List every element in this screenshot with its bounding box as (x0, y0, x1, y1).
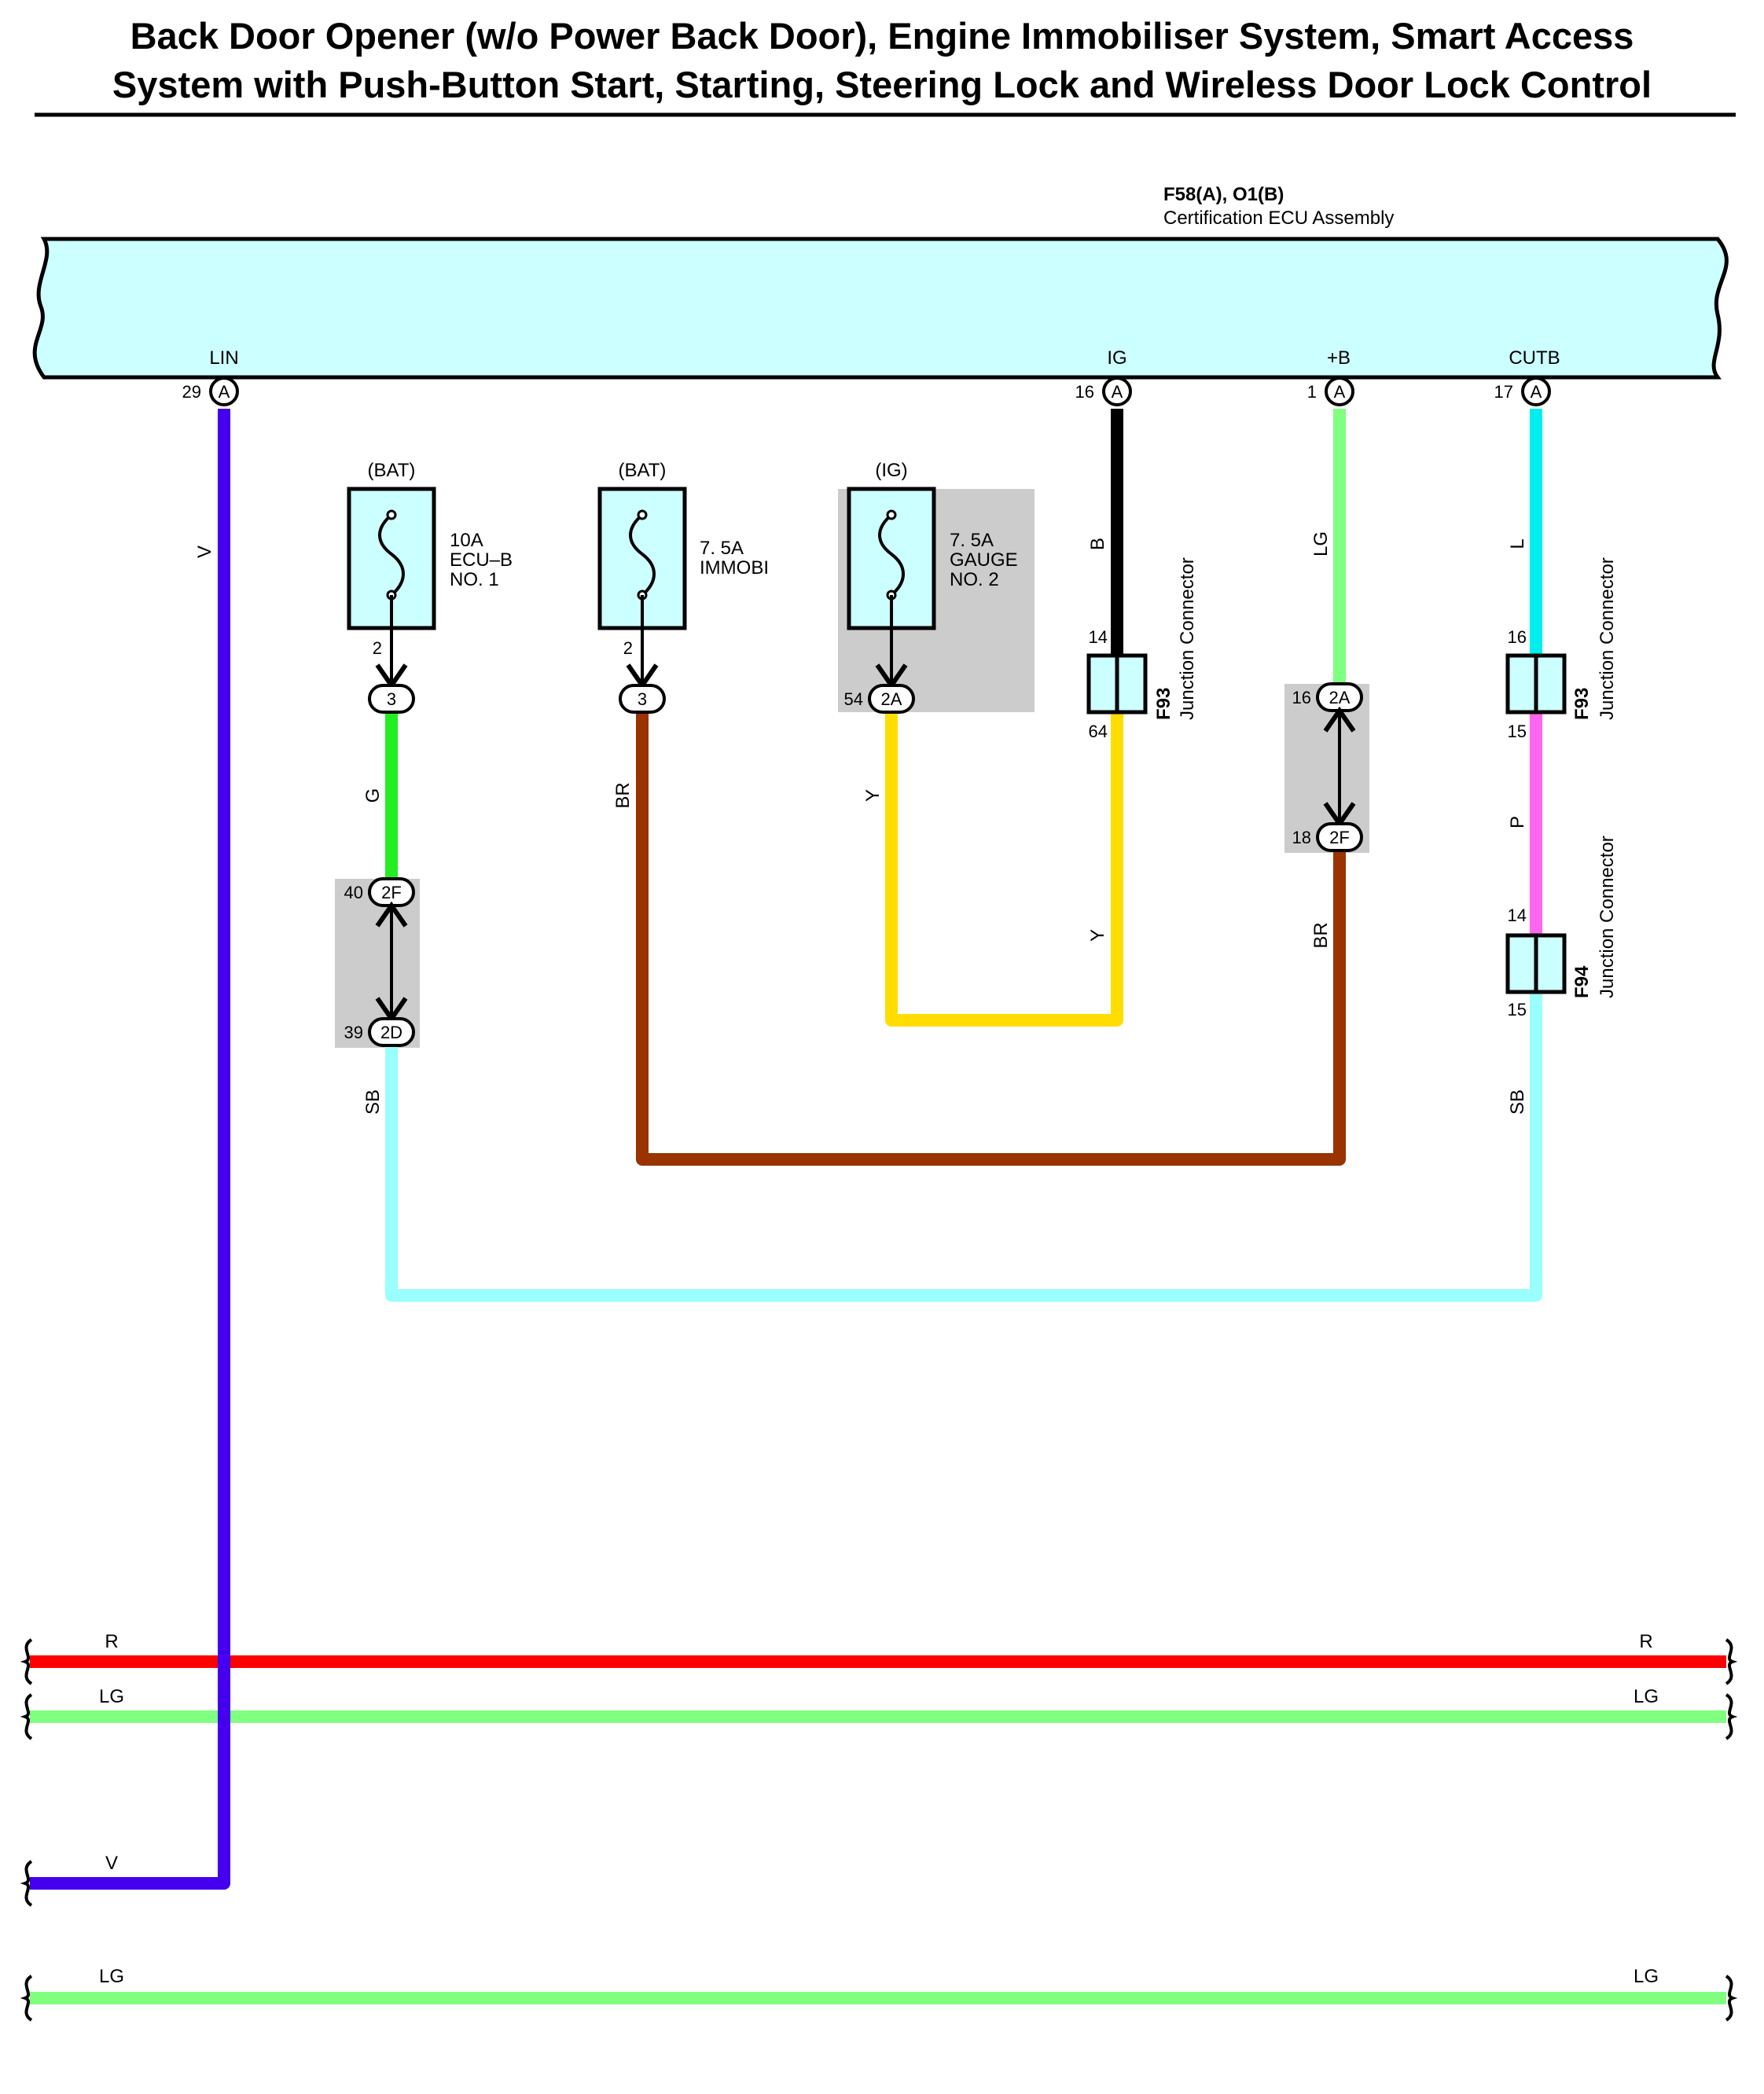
wire-label-p: P (1507, 816, 1528, 828)
wire-label-g: G (362, 788, 384, 803)
splice-left-conn-bottom: 2D (380, 1023, 402, 1042)
bus-label-r-left: R (105, 1631, 118, 1652)
junction-f93-ig-name: Junction Connector (1177, 557, 1198, 720)
ecu-name: Certification ECU Assembly (1163, 208, 1394, 229)
junction-f93-cutb-name: Junction Connector (1597, 557, 1618, 720)
fuse-gauge: (IG) 7. 5A GAUGE NO. 2 54 2A (844, 460, 1018, 714)
terminal-b-connector: A (1334, 382, 1346, 402)
junction-f93-cutb-pin-bottom: 15 (1508, 722, 1527, 741)
splice-right-pin-top: 16 (1292, 688, 1311, 707)
bus-label-r-right: R (1639, 1631, 1652, 1652)
junction-f93-cutb: 16 15 F93 Junction Connector (1505, 557, 1618, 741)
splice-left-pin-bottom: 39 (344, 1023, 363, 1042)
fuse-immobi-out-pin: 2 (623, 638, 633, 658)
wire-label-br-left: BR (612, 782, 634, 808)
junction-f93-ig-pin-top: 14 (1089, 627, 1108, 647)
splice-right-conn-bottom: 2F (1329, 828, 1350, 847)
ecu-code: F58(A), O1(B) (1163, 184, 1284, 205)
fuse-ecu-b-name2: NO. 1 (450, 569, 499, 590)
wire-label-y-left: Y (862, 789, 884, 802)
fuse-ecu-b-jc-pin: 3 (387, 689, 396, 709)
splice-left: 40 2F 39 2D (344, 877, 415, 1047)
bus-label-lg2-left: LG (99, 1966, 124, 1987)
terminal-lin-pin: 29 (182, 382, 201, 402)
wire-sb-loop (385, 992, 1542, 1302)
terminal-cutb-label: CUTB (1509, 347, 1560, 369)
splice-right: 16 2A 18 2F (1292, 682, 1363, 852)
splice-left-pin-top: 40 (344, 883, 363, 902)
fuse-ecu-b-rating: 10A (450, 530, 483, 551)
terminal-ig-connector: A (1112, 382, 1123, 402)
wire-label-v: V (194, 546, 215, 558)
splice-left-conn-top: 2F (381, 883, 402, 902)
wire-label-l: L (1507, 538, 1528, 549)
terminal-b: 1 A (1307, 377, 1354, 406)
wire-y-loop (885, 711, 1123, 1027)
splice-right-conn-top: 2A (1329, 688, 1351, 707)
junction-f93-cutb-pin-top: 16 (1508, 627, 1527, 647)
junction-f93-ig-code: F93 (1153, 688, 1174, 720)
fuse-gauge-rating: 7. 5A (950, 530, 994, 551)
junction-f94: 14 15 F94 Junction Connector (1505, 836, 1618, 1019)
junction-f94-name: Junction Connector (1597, 836, 1618, 998)
terminal-cutb: 17 A (1494, 377, 1551, 406)
bus-break-brackets (20, 1638, 1738, 2022)
fuse-immobi-source: (BAT) (619, 460, 667, 481)
junction-f94-code: F94 (1571, 965, 1593, 998)
fuse-gauge-out-pin: 54 (844, 689, 863, 709)
junction-f94-pin-top: 14 (1508, 906, 1527, 925)
bus-label-lg-right: LG (1634, 1686, 1659, 1707)
terminal-lin: 29 A (182, 377, 239, 406)
fuse-ecu-b-name1: ECU–B (450, 549, 513, 571)
junction-f93-ig-pin-bottom: 64 (1089, 722, 1108, 741)
fuse-ecu-b: (BAT) 10A ECU–B NO. 1 2 3 (347, 460, 513, 714)
wire-label-b: B (1087, 538, 1108, 550)
title-line-1: Back Door Opener (w/o Power Back Door), … (130, 15, 1634, 57)
fuse-immobi-name1: IMMOBI (700, 557, 769, 579)
terminal-ig-label: IG (1107, 347, 1126, 369)
terminal-cutb-connector: A (1531, 382, 1542, 402)
terminal-ig-pin: 16 (1075, 382, 1094, 402)
wire-label-y-right: Y (1087, 929, 1108, 942)
junction-f94-pin-bottom: 15 (1508, 1000, 1527, 1019)
terminal-b-pin: 1 (1307, 382, 1317, 402)
fuse-ecu-b-out-pin: 2 (373, 638, 382, 658)
fuse-gauge-name2: NO. 2 (950, 569, 999, 590)
fuse-gauge-jc-pin: 2A (881, 689, 902, 709)
wire-br-loop (636, 711, 1346, 1166)
wire-label-br-right: BR (1310, 922, 1332, 948)
fuse-immobi-jc-pin: 3 (638, 689, 647, 709)
terminal-b-label: +B (1327, 347, 1351, 369)
wire-label-lg: LG (1310, 531, 1332, 557)
terminal-lin-label: LIN (209, 347, 238, 369)
ecu-body (32, 237, 1729, 380)
fuse-ecu-b-source: (BAT) (368, 460, 416, 481)
junction-f93-cutb-code: F93 (1571, 688, 1593, 720)
title-line-2: System with Push-Button Start, Starting,… (112, 64, 1652, 105)
fuse-gauge-source: (IG) (875, 460, 907, 481)
junction-f93-ig: 14 64 F93 Junction Connector (1086, 557, 1198, 741)
splice-right-pin-bottom: 18 (1292, 828, 1311, 847)
bus-label-v-left: V (105, 1853, 118, 1874)
fuse-immobi: (BAT) 7. 5A IMMOBI 2 3 (597, 460, 769, 714)
bus-label-lg-left: LG (99, 1686, 124, 1707)
wire-label-sb-right: SB (1507, 1089, 1528, 1115)
fuse-gauge-name1: GAUGE (950, 549, 1018, 571)
terminal-cutb-pin: 17 (1494, 382, 1513, 402)
terminal-ig: 16 A (1075, 377, 1132, 406)
terminal-lin-connector: A (219, 382, 230, 402)
bus-label-lg2-right: LG (1634, 1966, 1659, 1987)
wire-label-sb-left: SB (362, 1089, 384, 1115)
fuse-immobi-rating: 7. 5A (700, 538, 744, 559)
wire-v (30, 409, 230, 1890)
